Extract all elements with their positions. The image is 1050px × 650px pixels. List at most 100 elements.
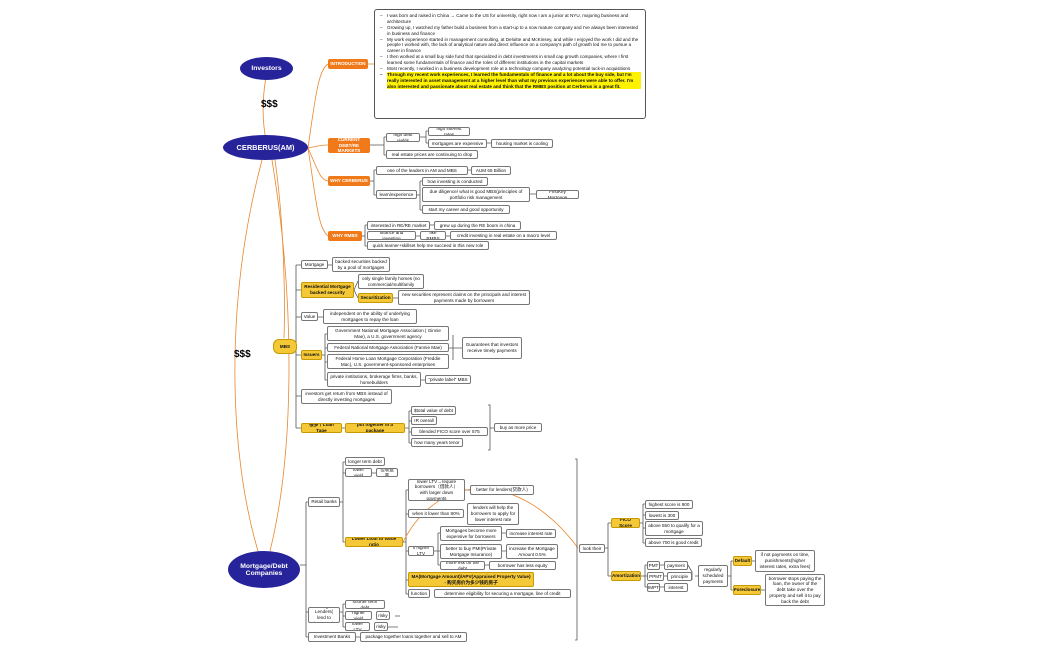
investment-banks-node[interactable]: Investment Banks bbox=[308, 632, 356, 642]
independent-node[interactable]: independent on the ability of underlying… bbox=[323, 309, 417, 324]
quick-learner-node[interactable]: quick learner+skillset help me succeed i… bbox=[367, 241, 489, 250]
bridge-lenders-node[interactable]: Bridge Lenders( lend to investors) bbox=[308, 607, 340, 623]
link-cerberus-intro bbox=[307, 63, 329, 149]
risky-node-2[interactable]: risky bbox=[374, 622, 388, 631]
retail-banks-node[interactable]: Retail banks bbox=[308, 497, 340, 507]
how-investing-node[interactable]: how investing is conducted bbox=[422, 177, 488, 186]
link-cerberus-mortgage-2 bbox=[269, 159, 290, 552]
private-institutions-node[interactable]: private institutions, brokerage firms, b… bbox=[327, 372, 421, 387]
default-node[interactable]: Default bbox=[733, 556, 752, 566]
fico-score-node[interactable]: FICO Score bbox=[611, 518, 640, 528]
high-debt-yields-node[interactable]: high debt yields bbox=[386, 133, 420, 142]
ma-formula-node[interactable]: MA(Mortgage Amount)/APV(Appraised Proper… bbox=[408, 572, 534, 587]
fico-blend-node[interactable]: blended FICO score over 575 bbox=[411, 427, 488, 436]
investors-hub[interactable]: Investors bbox=[240, 57, 293, 80]
shorter-term-node[interactable]: shorter term debt bbox=[345, 600, 385, 609]
eligibility-node[interactable]: determine eligibility for securing a mor… bbox=[434, 589, 571, 598]
mortgages-expensive-node[interactable]: mortgages are expensive bbox=[428, 139, 487, 148]
increase-interest-node[interactable]: increase interest rate bbox=[506, 529, 556, 538]
investors-return-node[interactable]: investors get return from MBS instead of… bbox=[301, 389, 392, 404]
increase-mortgage-node[interactable]: increase the Mortgage Amount 0.5% bbox=[506, 544, 558, 559]
link-cerberus-markets bbox=[307, 144, 329, 149]
due-diligence-node[interactable]: due diligence/ what is good MBS(principl… bbox=[422, 187, 530, 202]
longer-term-node[interactable]: longer term debt bbox=[345, 457, 385, 466]
mortgage-hub[interactable]: Mortgage/Debt Companies bbox=[228, 551, 300, 588]
risky-node-1[interactable]: risky bbox=[376, 611, 390, 620]
finance-investing-node[interactable]: finance and investing bbox=[367, 231, 416, 240]
leaders-am-node[interactable]: one of the leaders in AM and MBS bbox=[376, 166, 468, 175]
credit-investing-node[interactable]: credit investing in real estate on a mac… bbox=[450, 231, 557, 240]
higher-yield-node[interactable]: higher yield bbox=[345, 611, 372, 620]
borrower-stops-node[interactable]: borrower stops paying the loan, the owne… bbox=[765, 574, 825, 606]
not-payments-node[interactable]: if not payments on time, punishments(hig… bbox=[755, 550, 815, 572]
backed-securities-node[interactable]: backed securities backed by a pool of mo… bbox=[332, 257, 390, 272]
ir-overall-node[interactable]: IR overall bbox=[411, 416, 437, 425]
foreclosure-node[interactable]: Foreclosure bbox=[733, 585, 761, 595]
freddie-node[interactable]: Federal Home Loan Mortgage Corporation (… bbox=[327, 354, 449, 369]
link-cerberus-mbs bbox=[274, 159, 285, 339]
lenders-help-node[interactable]: lenders will help the borrowers to apply… bbox=[467, 503, 519, 525]
look-their-node[interactable]: look their bbox=[579, 544, 605, 553]
single-family-node[interactable]: only single family homes (no commercial/… bbox=[358, 274, 424, 289]
interest-node[interactable]: interest bbox=[664, 583, 688, 592]
new-securities-node[interactable]: new securities represent claims on the p… bbox=[398, 290, 530, 305]
put-together-node[interactable]: put together in a package bbox=[345, 423, 405, 433]
fannie-node[interactable]: Federal National Mortgage Association (F… bbox=[327, 343, 449, 352]
rmbs-node[interactable]: Residential Mortgage backed security bbox=[301, 282, 354, 298]
why-cerberus-node[interactable]: WHY CERBERUS bbox=[328, 176, 370, 186]
why-rmbs-node[interactable]: WHY RMBS bbox=[328, 231, 362, 241]
years-tenor-node[interactable]: how many years tenor bbox=[411, 438, 463, 447]
package-loans-node[interactable]: package together loans together and sell… bbox=[360, 632, 467, 642]
less-equity-node[interactable]: borrower has less equity bbox=[489, 561, 556, 570]
better-pmi-node[interactable]: better to buy PMI(Private Mortgage Insur… bbox=[440, 544, 502, 559]
private-label-node[interactable]: "private label" MBS bbox=[425, 375, 471, 384]
principle-node[interactable]: principle bbox=[667, 572, 692, 581]
lower-yield-node[interactable]: lower yield bbox=[345, 468, 372, 477]
ppmt-node[interactable]: PPMT bbox=[647, 572, 664, 581]
total-value-node[interactable]: $total value of debt bbox=[411, 406, 456, 415]
guarantees-node[interactable]: Guarantees that investors receive timely… bbox=[462, 337, 522, 359]
payment-node[interactable]: payment bbox=[664, 561, 688, 570]
high-interest-rates-node[interactable]: high interest rates bbox=[428, 127, 470, 136]
interested-re-node[interactable]: interested in RE/RE market bbox=[367, 221, 430, 230]
start-career-node[interactable]: start my career and good opportunity bbox=[422, 205, 510, 214]
grew-up-node[interactable]: grew up during the RE boom in china bbox=[434, 221, 521, 230]
buy-more-price-node[interactable]: buy as more price bbox=[494, 423, 542, 432]
lower-ltv-require-node[interactable]: lower LTV→require borrowers（借款人）with lar… bbox=[408, 479, 465, 501]
securitization-node[interactable]: Securitization bbox=[358, 293, 393, 303]
lowest-fico-node[interactable]: lowest is 300 bbox=[645, 511, 679, 520]
when-lower-80-node[interactable]: when it lower than 80% bbox=[408, 509, 464, 518]
above-550-node[interactable]: above 550 to qualify for a mortgage bbox=[645, 521, 703, 536]
housing-cooling-node[interactable]: housing market is cooling bbox=[491, 139, 553, 148]
if-higher-ltv-node[interactable]: if higher LTV bbox=[408, 546, 434, 556]
better-lenders-node[interactable]: better for lenders(贷款人) bbox=[470, 485, 534, 495]
pmt-node[interactable]: PMT bbox=[647, 561, 660, 570]
link-cerberus-mortgage bbox=[234, 159, 263, 552]
cerberus-hub[interactable]: CERBERUS(AM) bbox=[223, 135, 308, 160]
issuers-node[interactable]: Issuers bbox=[301, 350, 322, 360]
income-low-node[interactable]: 但收益率 bbox=[376, 468, 398, 477]
firstkey-node[interactable]: FirstKey Mortgage bbox=[536, 190, 579, 199]
highest-fico-node[interactable]: highest score is 900 bbox=[645, 500, 693, 509]
above-700-node[interactable]: above 700 is good credit bbox=[645, 538, 702, 547]
current-markets-node[interactable]: CURRENT DEBT/RE MARKETS bbox=[328, 138, 370, 153]
ginnie-node[interactable]: Government National Mortgage Association… bbox=[327, 326, 449, 341]
more-risk-node[interactable]: more risk on the debt bbox=[440, 561, 485, 570]
re-prices-node[interactable]: real estate prices are continuing to dro… bbox=[386, 150, 478, 159]
aum-node[interactable]: AUM 65 Billion bbox=[471, 166, 511, 175]
learn-experience-node[interactable]: learn/experience bbox=[376, 190, 417, 199]
mortgages-more-expensive-node[interactable]: Mortgages become more expensive for borr… bbox=[440, 526, 502, 541]
mortgage-def-node[interactable]: Mortgage bbox=[301, 260, 328, 269]
ipmt-node[interactable]: IMPT bbox=[647, 583, 660, 592]
amortization-node[interactable]: Amortization bbox=[611, 571, 641, 581]
lower-ltv-small-node[interactable]: lower LTV bbox=[345, 622, 370, 631]
mbs-node[interactable]: MBS bbox=[273, 339, 297, 354]
lower-ltv-node[interactable]: Lower Loan to value ratio bbox=[345, 537, 403, 547]
function-node[interactable]: function bbox=[408, 589, 430, 598]
loan-tape-node[interactable]: 很多个Loan Tape bbox=[301, 423, 342, 433]
like-rmbs-node[interactable]: like RMBS bbox=[420, 231, 446, 240]
value-node[interactable]: Value bbox=[301, 312, 318, 321]
regularly-scheduled-node[interactable]: regularly scheduled payments bbox=[698, 565, 728, 587]
introduction-node[interactable]: INTRODUCTION bbox=[328, 59, 368, 69]
